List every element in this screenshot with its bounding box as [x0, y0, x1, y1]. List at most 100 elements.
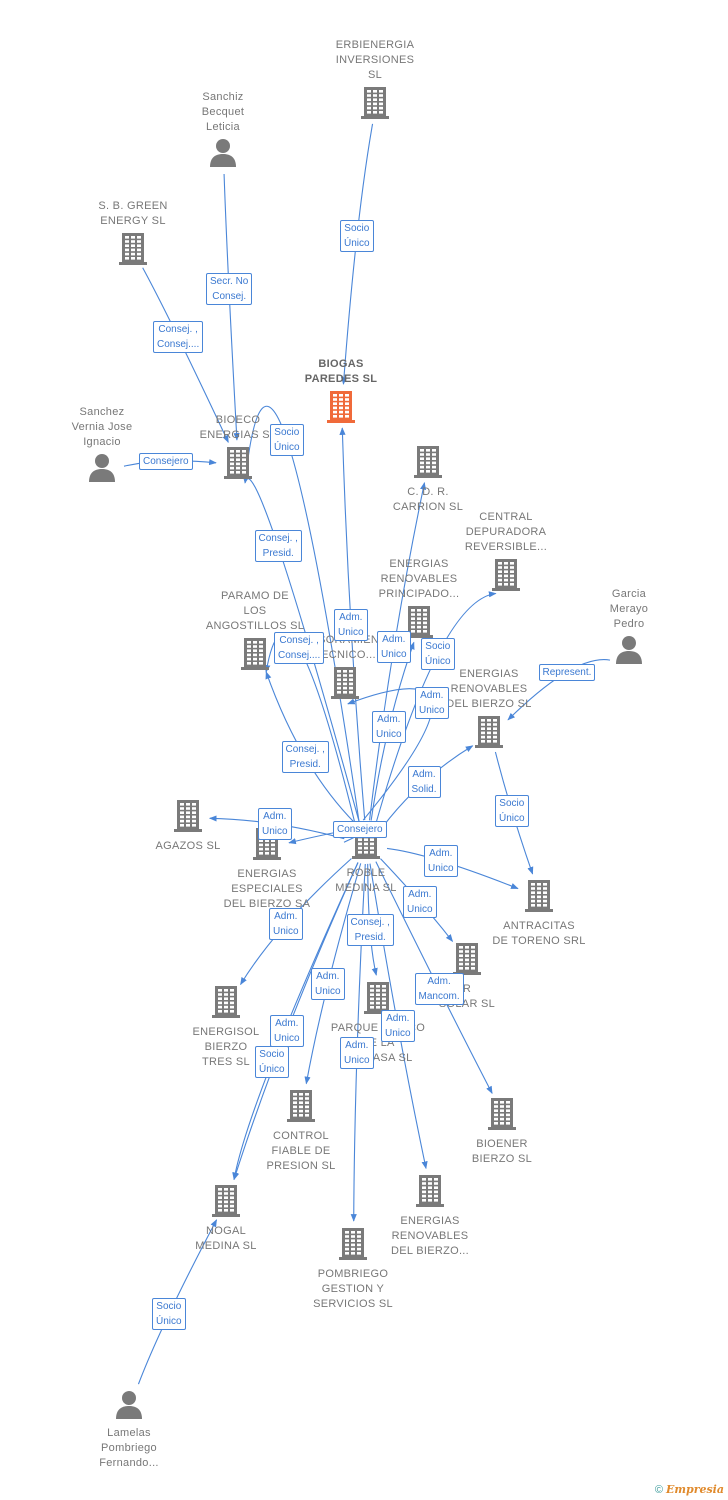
edge-label-line: Adm.	[386, 1013, 410, 1024]
edge-label-line: Adm.	[420, 690, 444, 701]
node-label-line: PAREDES SL	[304, 373, 378, 385]
node-label-line: BIERZO SL	[471, 1153, 533, 1165]
edge-label-line: Consej....	[278, 650, 321, 661]
node-label-line: RENOVABLES	[391, 1230, 469, 1242]
edge-label-line: Unico	[385, 1028, 411, 1039]
edge-label-sanchez-to-bioeco[interactable]: Consejero	[139, 452, 193, 470]
edge-label-roble-to-asesoramiento[interactable]: Adm.Unico	[415, 687, 449, 719]
building-icon	[315, 85, 435, 124]
node-label-line: Sanchez	[79, 406, 125, 418]
node-label-line: LOS	[243, 605, 267, 617]
edge-label-line: Unico	[407, 904, 433, 915]
node-agazos[interactable]: AGAZOS SL	[128, 796, 248, 854]
edge-label-roble-to-paramo[interactable]: Consej. ,Consej....	[274, 632, 325, 664]
footer-brand[interactable]: © Empresia	[655, 1483, 724, 1496]
edge-label-roble-to-control[interactable]: Adm.Unico	[311, 968, 345, 1000]
edge-label-line: Consej.	[212, 291, 247, 302]
edge-label-roble-to-erbierzosl[interactable]: Adm.Solid.	[407, 766, 441, 798]
edge-label-roble-to-bioener[interactable]: Adm.Mancom.	[414, 973, 464, 1005]
edge-label-roble-to-erbierzo2[interactable]: Adm. Unico	[381, 1010, 415, 1042]
building-icon	[429, 714, 549, 753]
edge-label-roble-to-pombriego[interactable]: Adm.Unico	[340, 1037, 374, 1069]
building-icon	[368, 444, 488, 483]
edge-label-line: Unico	[428, 863, 454, 874]
edge-label-roble-to-nogal[interactable]: Adm.Unico	[270, 1015, 304, 1047]
node-label-line: CARRION SL	[392, 501, 464, 513]
edge-label-line: Consej. ,	[158, 324, 198, 335]
node-label-line: ENERGISOL	[192, 1026, 260, 1038]
node-label-line: C. D. R.	[407, 486, 449, 498]
edge-label-line: Consej. ,	[285, 744, 325, 755]
building-icon	[241, 1088, 361, 1127]
edge-label-garcia-to-erbierzosl[interactable]: Represent.	[538, 663, 596, 681]
edge-label-roble-to-antracitas[interactable]: Adm.Unico	[424, 845, 458, 877]
edge-label-line: Único	[344, 238, 370, 249]
edge-label-roble-to-parque[interactable]: Consej. ,Presid.	[346, 914, 394, 946]
edge-label-line: Socio	[499, 798, 525, 809]
node-label-line: PRINCIPADO...	[378, 588, 460, 600]
node-cdr[interactable]: C. D. R. CARRION SL	[368, 442, 488, 515]
edge-label-roble-to-especiales[interactable]: Consejero	[333, 820, 387, 838]
building-icon	[442, 1096, 562, 1135]
edge-label-roble-to-agazos[interactable]: Adm.Unico	[258, 808, 292, 840]
building-icon	[281, 389, 401, 428]
edge-label-roble-to-bioeco[interactable]: Consej. ,Presid.	[254, 530, 302, 562]
edge-label-line: Único	[259, 1064, 285, 1075]
edge-label-sbgreen-to-bioeco[interactable]: Consej. ,Consej....	[153, 321, 204, 353]
edge-label-line: Único	[156, 1316, 182, 1327]
edge-label-roble-to-erprincipado[interactable]: Adm.Unico	[372, 711, 406, 743]
edge-label-roble-to-energisol[interactable]: Adm.Unico	[269, 908, 303, 940]
edge-label-roble-to-paramo[interactable]: Consej. , Presid.	[281, 741, 329, 773]
person-icon	[42, 452, 162, 487]
node-label-line: ENERGIAS	[400, 1215, 460, 1227]
edge-label-roble-to-cdr[interactable]: Adm.Unico	[377, 631, 411, 663]
node-label-line: FIABLE DE	[271, 1145, 331, 1157]
node-label-line: BIOECO	[215, 414, 261, 426]
node-label-line: Fernando...	[99, 1457, 159, 1469]
node-label-line: DEL BIERZO SL	[446, 698, 532, 710]
person-icon	[163, 137, 283, 172]
edge-label-roble-to-rsolar[interactable]: Adm.Unico	[403, 886, 437, 918]
building-icon	[166, 1183, 286, 1222]
node-label-line: Pombriego	[101, 1442, 157, 1454]
edge-label-line: Adm.	[339, 612, 363, 623]
edge-label-roble-to-biogas[interactable]: Adm.Unico	[334, 609, 368, 641]
edge-label-line: Presid.	[289, 759, 321, 770]
